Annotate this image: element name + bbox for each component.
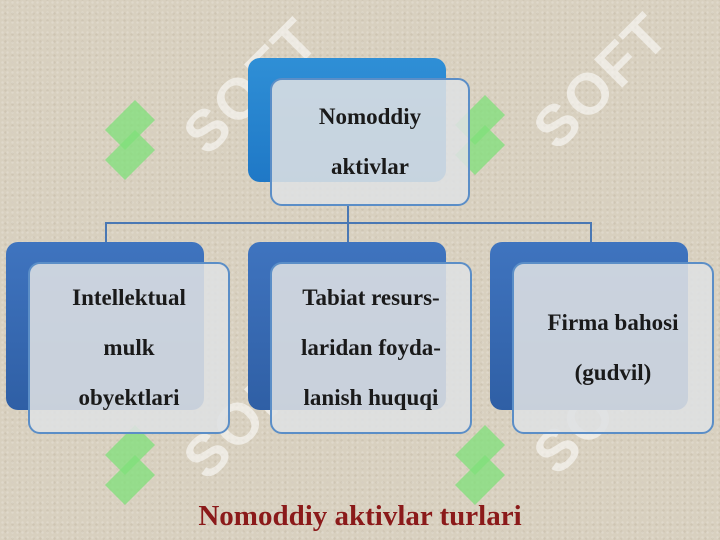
child-node-natural-resources: Tabiat resurs- laridan foyda- lanish huq… [248,242,472,434]
child-node-label: (gudvil) [574,360,652,385]
connector-middle [347,222,349,242]
child-node-goodwill: Firma bahosi (gudvil) [490,242,714,434]
watermark-text: SOFT [520,0,682,162]
child-node-label: obyektlari [78,385,180,410]
child-node-label: Firma bahosi [547,310,679,335]
child-node-label: lanish huquqi [303,385,439,410]
watermark-logo-icon [95,420,165,520]
connector-right [590,222,592,242]
root-node-label: Nomoddiy [318,104,422,129]
child-node-label: mulk [103,335,155,360]
child-node-label: Intellektual [72,285,186,310]
connector-left [105,222,107,242]
root-node: Nomoddiy aktivlar [248,58,470,208]
watermark-logo-icon [95,95,165,195]
slide-caption: Nomoddiy aktivlar turlari [198,500,522,532]
watermark-logo-icon [445,420,515,520]
child-node-label: laridan foyda- [301,335,441,360]
connector-root-down [347,205,349,223]
child-node-intellectual-property: Intellektual mulk obyektlari [6,242,230,434]
child-node-label: Tabiat resurs- [302,285,440,310]
root-node-label: aktivlar [331,154,409,179]
